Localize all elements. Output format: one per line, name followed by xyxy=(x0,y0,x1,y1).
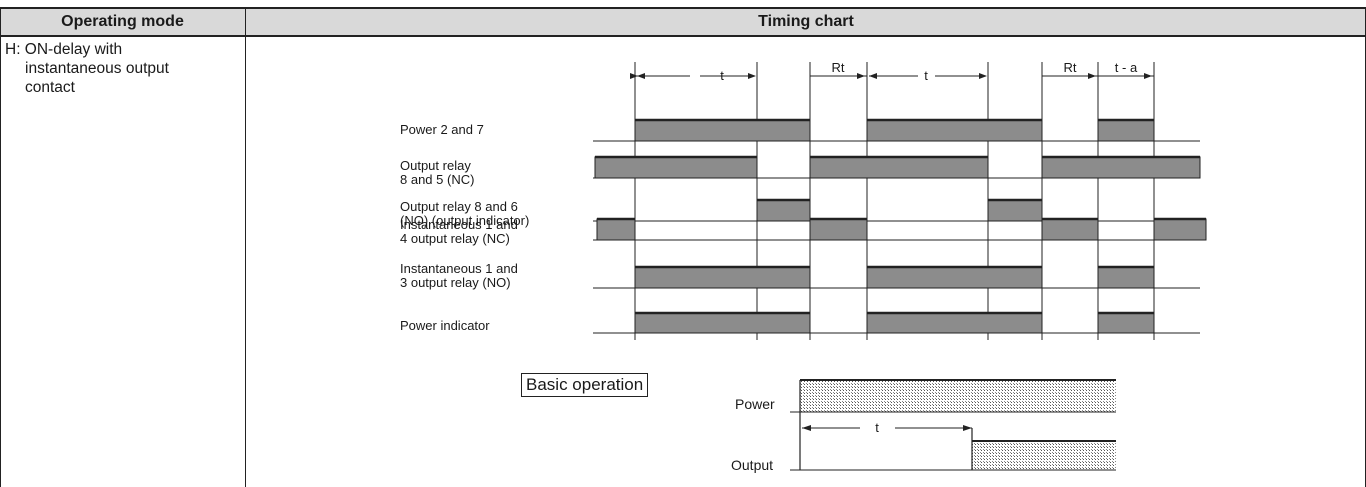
signal-label-line: 3 output relay (NO) xyxy=(400,275,511,290)
bar-output-nc xyxy=(594,156,758,179)
operating-mode-description: H: ON-delay with instantaneous output co… xyxy=(5,40,245,97)
header-bottom-border xyxy=(0,35,1366,37)
signal-bars xyxy=(594,119,1207,334)
output-stipple-bar xyxy=(972,441,1116,470)
table-left-border xyxy=(0,7,1,487)
power-stipple-bar xyxy=(800,380,1116,412)
mode-line-3: contact xyxy=(25,79,75,96)
arrow-head xyxy=(857,73,865,79)
mode-line-2: instantaneous output xyxy=(25,60,169,77)
bar-output-no xyxy=(756,199,811,222)
header-timing-chart: Timing chart xyxy=(246,9,1366,35)
bar-instant-nc xyxy=(809,218,868,241)
basic-arrow-head-left xyxy=(802,425,811,431)
bar-power-indicator xyxy=(866,312,1043,334)
timing-guides xyxy=(634,62,1155,340)
bar-instant-nc xyxy=(596,218,636,241)
signal-label-line: (NO) (output indicator) xyxy=(400,213,530,228)
bar-output-nc xyxy=(1041,156,1201,179)
signal-label-power: Power 2 and 7 xyxy=(400,123,484,137)
bar-instant-no xyxy=(1097,266,1155,289)
arrow-head xyxy=(869,73,877,79)
signal-label-line: Output relay 8 and 6 xyxy=(400,199,518,214)
signal-label-output-relay-no: Output relay 8 and 6 (NO) (output indica… xyxy=(400,200,529,228)
signal-label-power-indicator: Power indicator xyxy=(400,319,490,333)
bar-instant-no xyxy=(866,266,1043,289)
signal-label-line: Instantaneous 1 and xyxy=(400,217,518,232)
label-t1: t xyxy=(720,68,724,83)
signal-label-instantaneous-nc: Instantaneous 1 and 4 output relay (NC) xyxy=(400,218,518,246)
label-rt2: Rt xyxy=(1064,60,1077,75)
bar-power-indicator xyxy=(634,312,811,334)
basic-label-t: t xyxy=(875,420,879,435)
signal-label-line: Instantaneous 1 and xyxy=(400,261,518,276)
column-divider xyxy=(245,7,246,487)
signal-label-line: Power indicator xyxy=(400,318,490,333)
arrow-head xyxy=(1088,73,1096,79)
bar-power xyxy=(1097,119,1155,142)
signal-label-line: 4 output relay (NC) xyxy=(400,231,510,246)
signal-label-line: 8 and 5 (NC) xyxy=(400,172,475,187)
bar-instant-no xyxy=(634,266,811,289)
bar-instant-nc xyxy=(1041,218,1099,241)
label-t-minus-a: t - a xyxy=(1115,60,1138,75)
bar-top-edges xyxy=(595,118,1206,315)
arrow-heads xyxy=(637,73,1152,79)
basic-operation-diagram: t xyxy=(790,379,1116,471)
arrow-head xyxy=(1144,73,1152,79)
signal-label-output-relay-nc: Output relay 8 and 5 (NC) xyxy=(400,159,474,187)
bar-power-indicator xyxy=(1097,312,1155,334)
basic-output-label: Output xyxy=(731,457,774,473)
basic-operation-title: Basic operation xyxy=(521,373,649,397)
bar-output-nc xyxy=(809,156,989,179)
bar-output-no xyxy=(987,199,1043,222)
table-top-border xyxy=(0,7,1366,9)
bar-instant-nc xyxy=(1153,218,1207,241)
arrow-head xyxy=(637,73,645,79)
signal-label-line: Output relay xyxy=(400,158,471,173)
label-t2: t xyxy=(924,68,928,83)
signal-label-line: Power 2 and 7 xyxy=(400,122,484,137)
bar-power xyxy=(866,119,1043,142)
basic-power-label: Power xyxy=(735,396,775,412)
signal-label-instantaneous-no: Instantaneous 1 and 3 output relay (NO) xyxy=(400,262,518,290)
label-rt1: Rt xyxy=(832,60,845,75)
header-operating-mode: Operating mode xyxy=(0,9,245,35)
mode-line-1: H: ON-delay with xyxy=(5,41,123,58)
basic-arrow-head-right xyxy=(963,425,972,431)
bar-power xyxy=(634,119,811,142)
